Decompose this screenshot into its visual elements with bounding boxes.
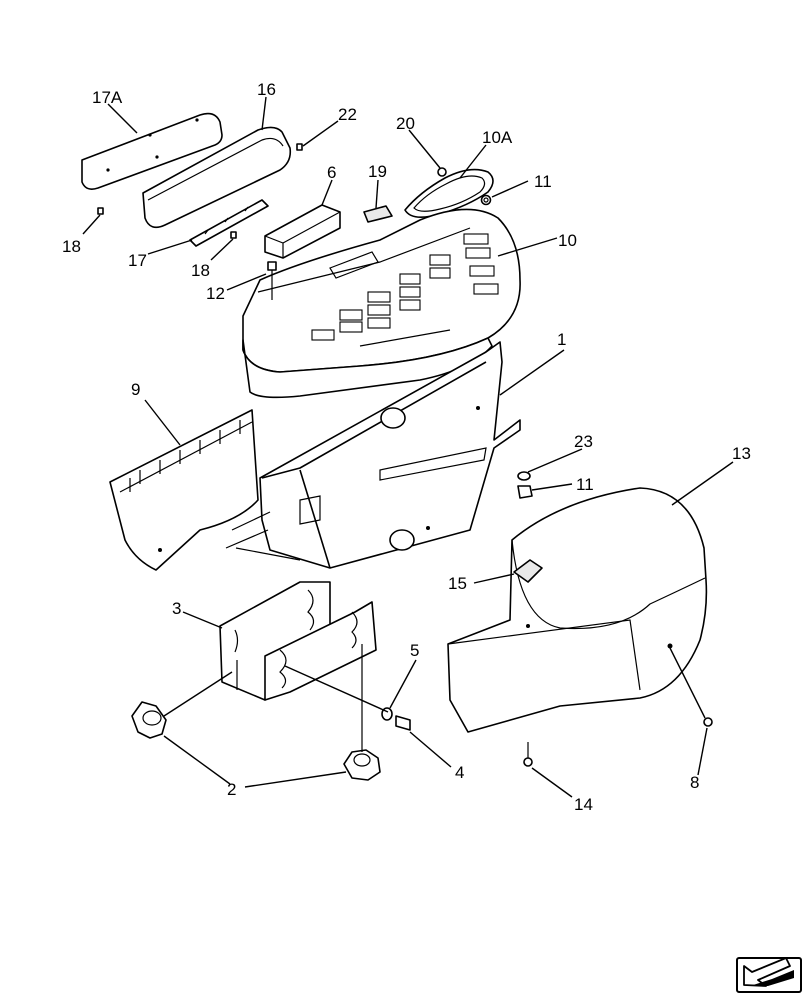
part-2-knobs xyxy=(131,644,381,781)
callout-9: 9 xyxy=(131,380,140,399)
callout-11-upper: 11 xyxy=(534,172,552,191)
callout-23: 23 xyxy=(574,432,593,451)
part-10-console xyxy=(242,208,521,399)
callout-4: 4 xyxy=(455,763,464,782)
next-page-arrow-icon[interactable] xyxy=(736,957,802,993)
callout-3: 3 xyxy=(172,599,181,618)
callout-14: 14 xyxy=(574,795,593,814)
callout-10a: 10A xyxy=(482,128,513,147)
callout-15: 15 xyxy=(448,574,467,593)
callout-11-lower: 11 xyxy=(576,475,594,494)
part-15-clip xyxy=(513,559,543,583)
leader-lines xyxy=(82,96,734,798)
callout-2: 2 xyxy=(227,780,236,799)
callout-6: 6 xyxy=(327,163,336,182)
callout-17: 17 xyxy=(128,251,147,270)
part-16-armrest-pad xyxy=(142,126,292,229)
callout-13: 13 xyxy=(732,444,751,463)
part-11-nut-upper xyxy=(480,194,492,206)
part-19-label xyxy=(363,205,393,223)
part-13-rear-cover xyxy=(447,487,708,733)
callout-12: 12 xyxy=(206,284,225,303)
part-9-side-panel xyxy=(109,409,259,571)
part-17-bracket xyxy=(189,199,269,247)
part-14-8-fasteners xyxy=(523,717,713,767)
part-10a-bezel-frame xyxy=(404,167,494,218)
part-1-frame xyxy=(225,341,521,569)
part-3-mounting-box xyxy=(219,581,377,701)
callout-17a: 17A xyxy=(92,88,123,107)
screw-hardware xyxy=(97,143,303,239)
part-12-bolt xyxy=(267,261,277,300)
callout-labels: 17A 16 22 20 10A 11 6 19 18 17 18 12 10 … xyxy=(62,80,751,814)
callout-22: 22 xyxy=(338,105,357,124)
callout-18-center: 18 xyxy=(191,261,210,280)
part-17a-cover xyxy=(81,112,223,190)
callout-19: 19 xyxy=(368,162,387,181)
callout-10: 10 xyxy=(558,231,577,250)
part-23-11-washer-nut xyxy=(517,471,533,499)
callout-1: 1 xyxy=(557,330,566,349)
callout-5: 5 xyxy=(410,641,419,660)
part-6-foam-block xyxy=(264,204,341,259)
callout-18-left: 18 xyxy=(62,237,81,256)
callout-8: 8 xyxy=(690,773,699,792)
callout-20: 20 xyxy=(396,114,415,133)
callout-16: 16 xyxy=(257,80,276,99)
